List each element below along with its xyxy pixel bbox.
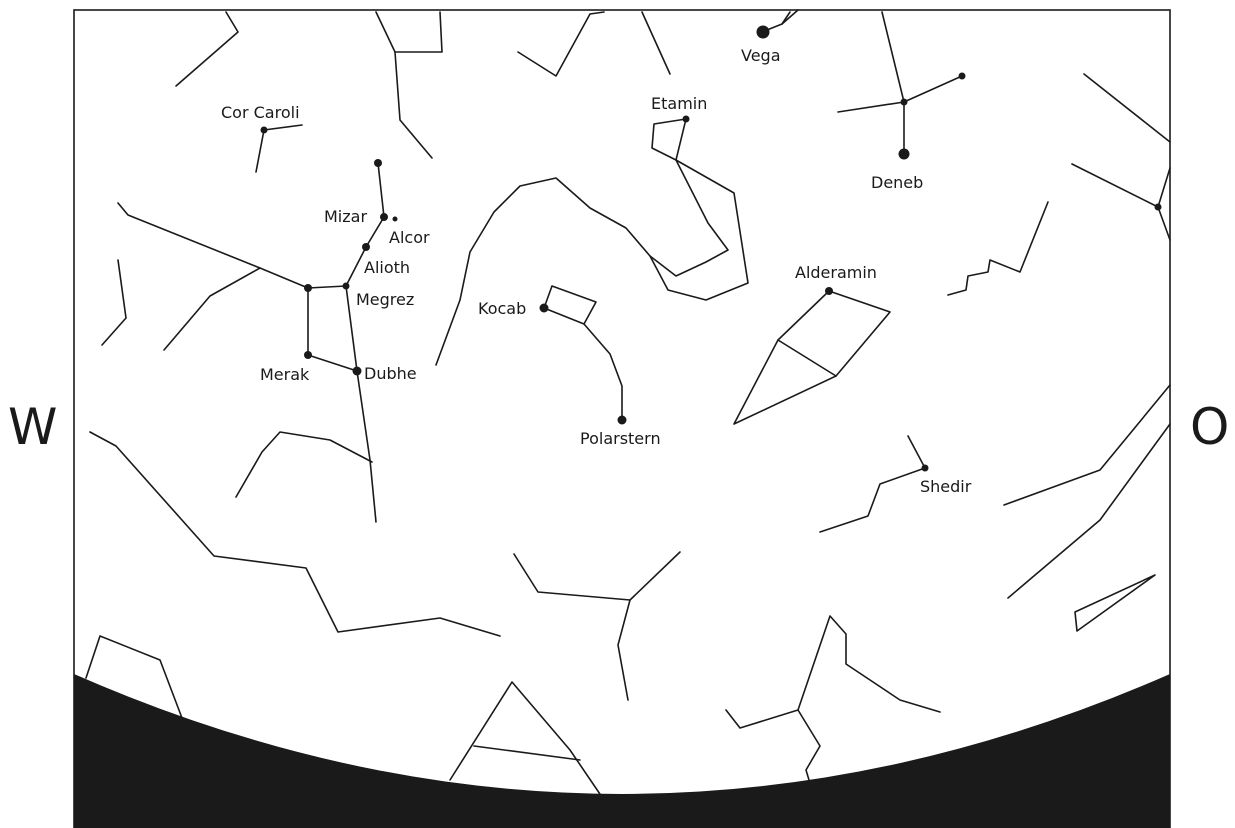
bootes-lines — [375, 11, 443, 53]
label-kocab: Kocab — [478, 299, 526, 318]
label-alcor: Alcor — [389, 228, 430, 247]
top-left-lines — [175, 11, 239, 87]
cassiopeia-lines — [819, 435, 926, 533]
label-deneb: Deneb — [871, 173, 923, 192]
direction-east: O — [1190, 398, 1230, 456]
bottom-triangle-bar — [473, 745, 581, 761]
star-merak — [304, 351, 312, 359]
label-shedir: Shedir — [920, 477, 972, 496]
draco-head — [651, 118, 687, 161]
star-vega — [756, 25, 770, 39]
lower-right-line-a — [1003, 384, 1171, 506]
star-dubhe — [352, 366, 362, 376]
star-cygnus-center — [900, 98, 908, 106]
horizon-ground — [74, 674, 1170, 828]
ursa-major-tail — [117, 202, 309, 289]
bottom-triangle — [449, 681, 605, 801]
stars — [260, 25, 1162, 472]
draco-body-a — [435, 159, 729, 366]
label-mizar: Mizar — [324, 207, 367, 226]
label-etamin: Etamin — [651, 94, 707, 113]
star-alderamin — [825, 287, 833, 295]
ursa-minor-box — [543, 285, 597, 325]
hercules-lines — [517, 11, 605, 77]
ursa-major-leg-a — [356, 370, 377, 523]
star-labels: Vega Cor Caroli Etamin Deneb Mizar Alcor… — [221, 46, 972, 496]
andromeda-lines — [1083, 73, 1171, 143]
star-alcor — [392, 216, 398, 222]
cepheus-lines — [733, 290, 891, 425]
lower-right-line-b — [1007, 423, 1171, 599]
lower-middle-lines — [513, 551, 681, 601]
triangulum-lines — [1074, 574, 1156, 632]
star-mizar — [380, 213, 388, 221]
constellation-lines — [85, 9, 1171, 801]
direction-west: W — [8, 398, 58, 456]
hercules-right — [641, 11, 671, 75]
label-alderamin: Alderamin — [795, 263, 877, 282]
ursa-major-paw — [163, 267, 261, 351]
star-cor-caroli — [260, 126, 268, 134]
leo-lines — [89, 431, 501, 637]
star-kocab — [539, 303, 549, 313]
perseus-lines-b — [1157, 206, 1171, 241]
star-megrez — [342, 282, 350, 290]
star-benetnasch — [374, 159, 382, 167]
big-dipper-lines — [307, 162, 385, 372]
star-polarstern — [617, 415, 627, 425]
star-phecda — [304, 284, 312, 292]
label-alioth: Alioth — [364, 258, 410, 277]
bottom-left-lines — [85, 635, 183, 719]
star-etamin — [682, 115, 690, 123]
ursa-major-leg-b — [235, 431, 373, 498]
ursa-minor-handle — [583, 323, 623, 421]
label-dubhe: Dubhe — [364, 364, 417, 383]
label-vega: Vega — [741, 46, 781, 65]
star-shedir — [921, 464, 929, 472]
star-mirfak — [1154, 203, 1162, 211]
lacerta-lines — [947, 201, 1049, 296]
auriga-lower — [797, 709, 821, 791]
bootes-tail — [394, 51, 433, 159]
label-merak: Merak — [260, 365, 310, 384]
cepheus-inner — [777, 339, 837, 377]
label-polarstern: Polarstern — [580, 429, 661, 448]
star-cygnus-wing — [958, 72, 966, 80]
star-deneb — [898, 148, 910, 160]
auriga-lines — [725, 615, 941, 729]
label-megrez: Megrez — [356, 290, 414, 309]
draco-body-b — [649, 159, 749, 301]
label-cor-caroli: Cor Caroli — [221, 103, 300, 122]
star-alioth — [362, 243, 370, 251]
lower-middle-stem — [617, 599, 631, 701]
ursa-major-front — [101, 259, 127, 346]
lyra-lines-b — [781, 11, 791, 25]
